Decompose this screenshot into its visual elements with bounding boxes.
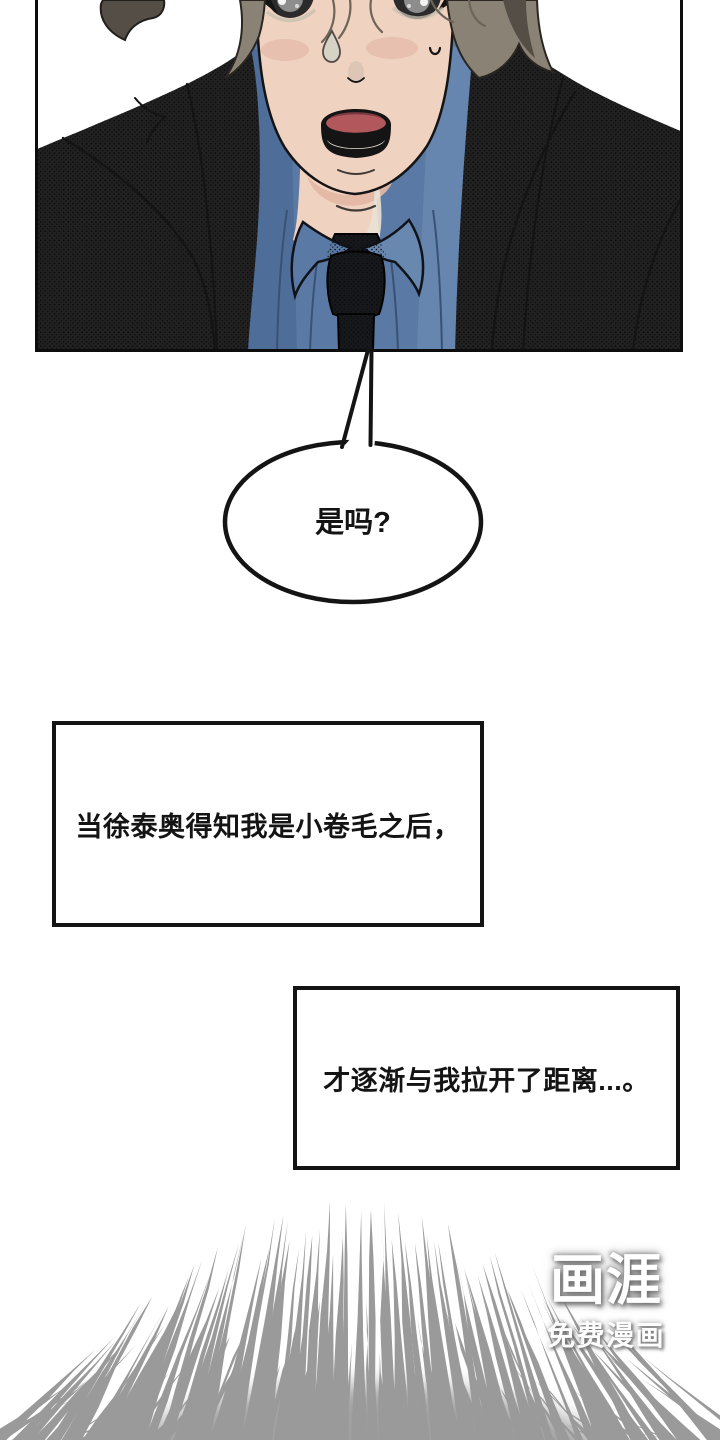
speed-lines-svg (0, 1200, 720, 1440)
open-mouth (321, 109, 391, 175)
portrait-art (35, 0, 683, 352)
face (254, 0, 456, 196)
caption-box-2: 才逐渐与我拉开了距离...。 (293, 986, 680, 1170)
hair-tuft (99, 0, 166, 42)
eyes (260, 0, 455, 23)
bubble-text: 是吗? (315, 507, 391, 539)
blush-left (261, 39, 309, 61)
blush-right (366, 37, 418, 59)
speed-lines-burst (0, 1150, 720, 1440)
bubble-tail-gap (338, 422, 377, 453)
panel-border (35, 0, 683, 352)
suit-jacket (35, 36, 683, 352)
sweat-drop-icon (322, 29, 341, 63)
sweat-wrinkle (428, 46, 442, 56)
nose-shadow (348, 61, 364, 83)
caption-text-1: 当徐泰奥得知我是小卷毛之后， (75, 811, 461, 842)
caption-text-2: 才逐渐与我拉开了距离...。 (323, 1065, 650, 1096)
speech-bubble: 是吗? (222, 348, 484, 605)
caption-box-1: 当徐泰奥得知我是小卷毛之后， (52, 721, 484, 927)
illustration-panel (35, 0, 683, 352)
hair (99, 0, 555, 80)
burst-spikes (0, 1200, 720, 1440)
necktie (325, 234, 387, 352)
bubble-tail (340, 348, 374, 449)
